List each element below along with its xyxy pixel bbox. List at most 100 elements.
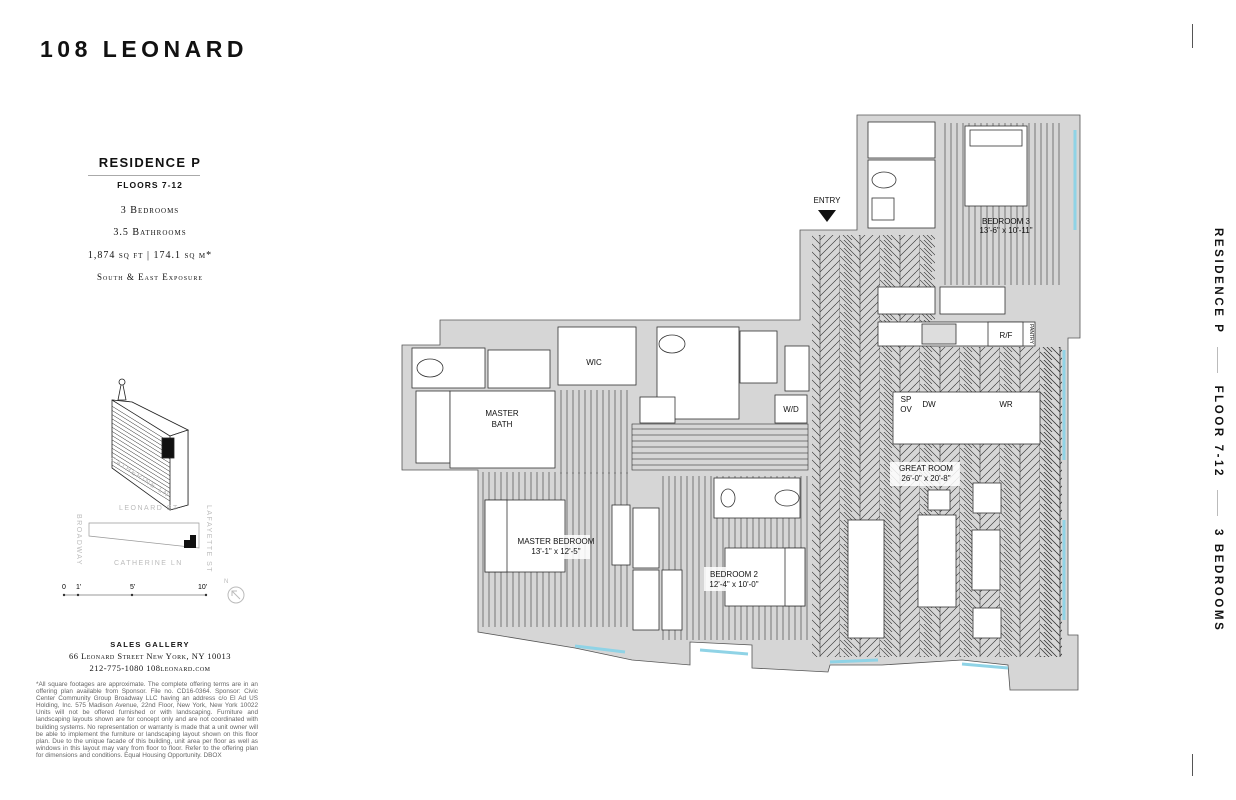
floor-line [111,405,171,443]
floor-line [111,431,171,468]
scale-bar: 0 1' 5' 10' [62,584,208,597]
closet [784,345,810,392]
linen-closet [739,330,778,384]
cooktop-icon [921,323,957,345]
closet [877,286,936,315]
great-room-size: 26'-0" x 20'-8" [901,474,950,483]
scale-label: 1' [76,584,81,591]
sales-contact[interactable]: 212-775-1080 108leonard.com [89,663,211,673]
master-hall-floor [558,390,632,474]
closet [939,286,1006,315]
kitchen-island [892,391,1041,445]
floor-line [111,418,171,456]
dresser [661,569,683,631]
exposure-label: South & East Exposure [96,272,204,282]
site-outline [88,522,200,549]
bathrooms-count: 3.5 Bathrooms [113,227,187,238]
keymap: CATHERINE LN LEONARD ST LAFAYETTE ST BRO… [62,378,245,604]
sink-prep-label: SP [901,395,912,404]
corner-mark-top [1192,24,1193,48]
great-room-edge [1040,347,1062,657]
sales-address: 66 Leonard Street New York, NY 10013 [68,651,232,661]
hallway-floor [631,423,809,471]
floor-line [111,447,171,485]
disclaimer: *All square footages are approximate. Th… [36,681,258,759]
floor-line [111,410,171,447]
fixtures [411,121,1041,639]
floor-line [111,439,171,477]
bedrooms-count: 3 Bedrooms [120,205,180,216]
floor-line [111,435,171,472]
master-bedroom-size: 13'-1" x 12'-5" [531,547,580,556]
closet [632,569,660,631]
floor-line [111,456,171,493]
north-label: N [224,579,228,585]
oven-label: OV [900,405,912,414]
side-table [927,489,951,511]
leonard-st-label: LEONARD ST [119,505,179,512]
building-isometric [111,378,190,511]
area-label: 1,874 sq ft | 174.1 sq m* [87,250,213,261]
floors-label: FLOORS 7-12 [117,180,183,190]
washer-dryer [774,394,808,424]
scale-label: 0 [62,584,66,591]
walk-in-closet [557,326,637,386]
floor-line [111,460,171,498]
master-bath-label: MASTER [485,409,519,418]
sales-gallery-title: SALES GALLERY [110,640,190,649]
master-bath-label: BATH [492,420,513,429]
great-room-label: GREAT ROOM [899,464,953,473]
toilet-icon [658,334,686,354]
pantry-label: PANTRY [1028,324,1034,344]
shower-3 [867,121,936,159]
toilet-icon [416,358,444,378]
closet [639,396,676,424]
scale-label: 5' [130,584,135,591]
entry-arrow-icon [818,210,836,222]
master-shower [487,349,551,389]
coffee-table [971,529,1001,591]
bedroom-2-label: BEDROOM 2 [710,570,759,579]
dresser [611,504,631,566]
wine-refrigerator-label: WR [999,400,1013,409]
floor-line [111,464,171,502]
north-arrow-icon [227,586,245,604]
bathtub [415,390,451,464]
armchair [972,607,1002,639]
master-bath [449,390,556,469]
divider [88,175,200,176]
broadway-label: BROADWAY [75,514,82,566]
dining-table [847,519,885,639]
sink-icon [720,488,736,508]
refrigerator [987,321,1024,347]
armchair [972,482,1002,514]
lafayette-st-label: LAFAYETTE ST [205,505,212,573]
entry-label: ENTRY [814,196,842,205]
windows [574,130,1077,670]
sink-icon [871,197,895,221]
site-residence-marker [184,535,196,548]
closet [632,507,660,569]
floor-line [111,422,171,460]
refrigerator-label: R/F [1000,331,1013,340]
corner-mark-bottom [1192,754,1193,776]
floor-line [111,414,171,451]
toilet-icon [871,171,897,189]
toilet-icon [774,489,800,507]
scale-label: 10' [198,584,207,591]
dishwasher-label: DW [922,400,936,409]
floor-line [111,452,171,489]
washer-dryer-label: W/D [783,405,799,414]
floor-line [111,426,171,464]
residence-name: RESIDENCE P [98,155,202,170]
wic-label: WIC [586,358,602,367]
floor-line [111,443,171,481]
residence-highlight [161,437,175,459]
sofa [917,514,957,608]
bedroom-3-label: BEDROOM 3 [982,217,1031,226]
master-bedroom-label: MASTER BEDROOM [518,537,595,546]
bedroom-3-size: 13'-6" x 10'-11" [979,226,1032,235]
building-title: 108 LEONARD [40,36,248,62]
catherine-ln-label: CATHERINE LN [114,560,183,567]
